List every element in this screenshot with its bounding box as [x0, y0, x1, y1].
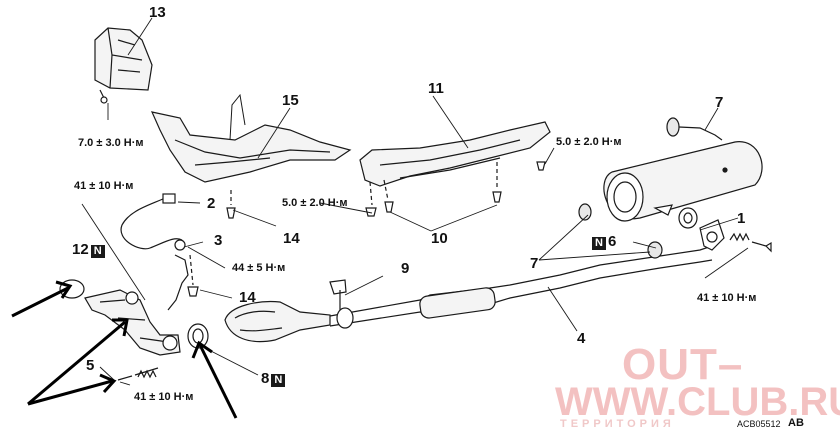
torque-bolt-13: 7.0 ± 3.0 Н·м	[78, 137, 144, 149]
callout-14-lower: 14	[239, 289, 256, 306]
heat-protector-15	[150, 93, 352, 183]
heat-protector-11	[359, 121, 551, 187]
callout-14-upper: 14	[283, 230, 300, 247]
watermark-line-3: ТЕРРИТОРИЯ	[560, 418, 675, 430]
callout-10: 10	[431, 230, 448, 247]
torque-left: 41 ± 10 Н·м	[74, 180, 134, 192]
callout-7-left: 7	[530, 255, 539, 272]
callout-7-top: 7	[715, 94, 724, 111]
callout-2: 2	[207, 195, 216, 212]
heat-shield-bracket-13	[94, 27, 153, 104]
new-part-mark-12: N	[90, 245, 105, 258]
spring-bolt-5	[117, 367, 159, 381]
torque-bolt-5: 41 ± 10 Н·м	[134, 391, 194, 403]
main-muffler-1	[603, 141, 763, 222]
torque-sensor-3: 44 ± 5 Н·м	[232, 262, 286, 274]
figure-suffix: AB	[788, 417, 804, 429]
leader-lines	[81, 17, 749, 386]
annotation-arrows	[11, 280, 238, 419]
new-part-mark-6: N	[592, 237, 606, 250]
callout-13: 13	[149, 4, 166, 21]
callout-1: 1	[737, 210, 746, 227]
torque-top-right: 5.0 ± 2.0 Н·м	[556, 136, 622, 148]
callout-11: 11	[428, 80, 444, 97]
gasket-6	[678, 207, 698, 229]
callout-5: 5	[86, 357, 95, 374]
new-part-mark-8: N	[271, 374, 286, 387]
callout-4: 4	[577, 330, 586, 347]
bolt-leaders	[189, 162, 498, 286]
figure-code: ACB05512	[737, 419, 781, 429]
callout-15: 15	[282, 92, 299, 109]
catalytic-converter	[224, 300, 331, 343]
callout-3: 3	[214, 232, 223, 249]
watermark-line-2: WWW.CLUB.RU	[555, 380, 840, 424]
bolts	[187, 161, 546, 297]
rear-flange	[699, 219, 772, 253]
callout-9: 9	[401, 260, 410, 277]
torque-right: 41 ± 10 Н·м	[697, 292, 757, 304]
rubber-hangers-7	[578, 117, 723, 259]
oxygen-sensor-harness	[120, 193, 183, 250]
watermark-line-1: OUT–	[622, 340, 744, 389]
torque-middle: 5.0 ± 2.0 Н·м	[282, 197, 348, 209]
center-pipe-4	[329, 245, 713, 329]
